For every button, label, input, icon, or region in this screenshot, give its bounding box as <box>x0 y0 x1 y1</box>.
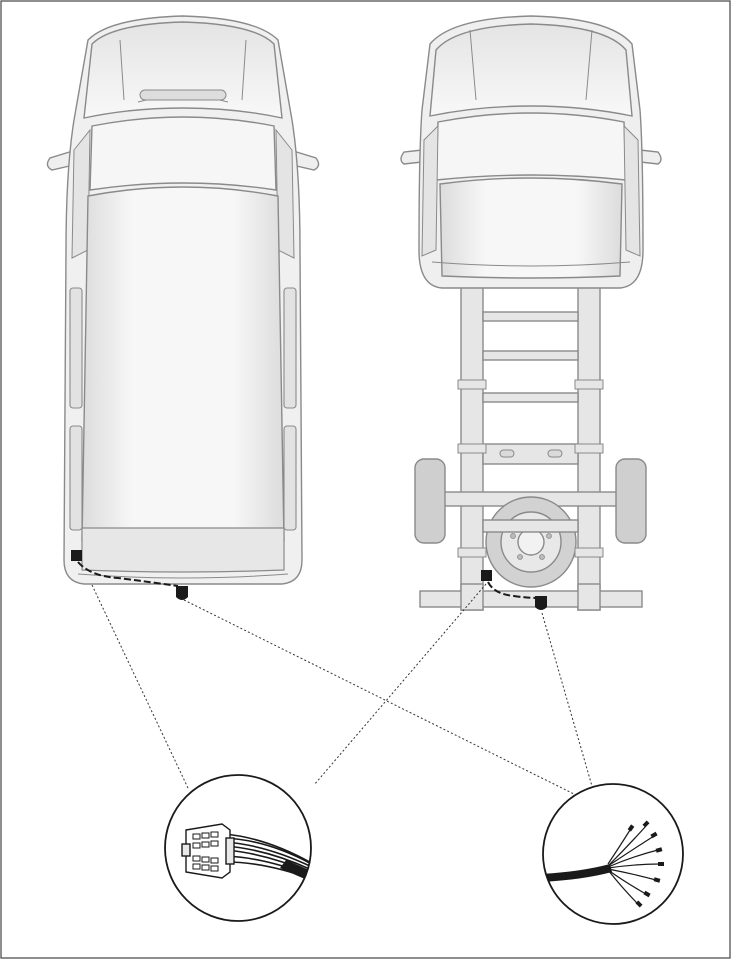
chassis-connector-block <box>481 570 492 581</box>
callout-loose-wires <box>542 783 684 925</box>
cab-windshield <box>435 112 627 181</box>
van-top-view <box>46 15 320 585</box>
tire-left <box>414 458 446 544</box>
van-connector-block <box>71 550 82 561</box>
van-wiring <box>71 550 188 600</box>
tire-right <box>615 458 647 544</box>
spare-wheel <box>485 496 577 588</box>
chassis-plug <box>535 596 547 610</box>
callout-connector <box>164 774 312 922</box>
chassis-wiring <box>481 570 547 610</box>
cab-roof <box>439 177 623 279</box>
van-hood <box>83 21 283 119</box>
van-roof <box>81 186 285 543</box>
chassis-cab-top-view <box>400 15 662 611</box>
van-plug <box>176 586 188 600</box>
leader-lines <box>91 583 597 805</box>
van-windshield <box>89 116 277 191</box>
rear-bumper <box>419 590 643 608</box>
